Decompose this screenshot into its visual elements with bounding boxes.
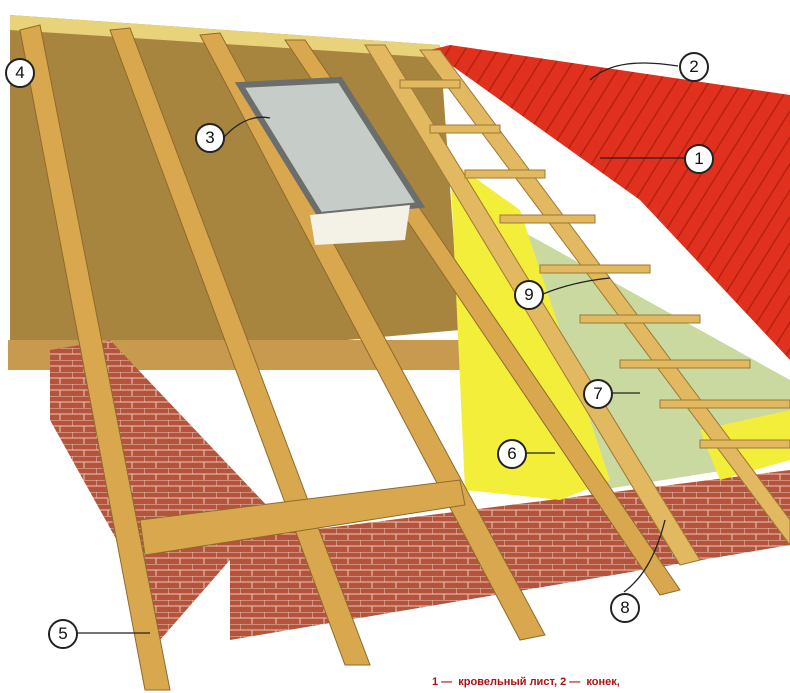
legend-caption: 1 — кровельный лист, 2 — конек, <box>432 676 620 688</box>
roof-window <box>234 76 426 245</box>
callout-7: 7 <box>583 379 613 409</box>
callout-3: 3 <box>195 123 225 153</box>
leader-lines <box>76 62 684 634</box>
callout-9: 9 <box>514 280 544 310</box>
callout-6: 6 <box>497 439 527 469</box>
roof-sheet <box>430 45 790 360</box>
callout-8: 8 <box>610 593 640 623</box>
callout-2: 2 <box>679 52 709 82</box>
callout-5: 5 <box>48 619 78 649</box>
callout-4: 4 <box>5 58 35 88</box>
callout-1: 1 <box>684 144 714 174</box>
